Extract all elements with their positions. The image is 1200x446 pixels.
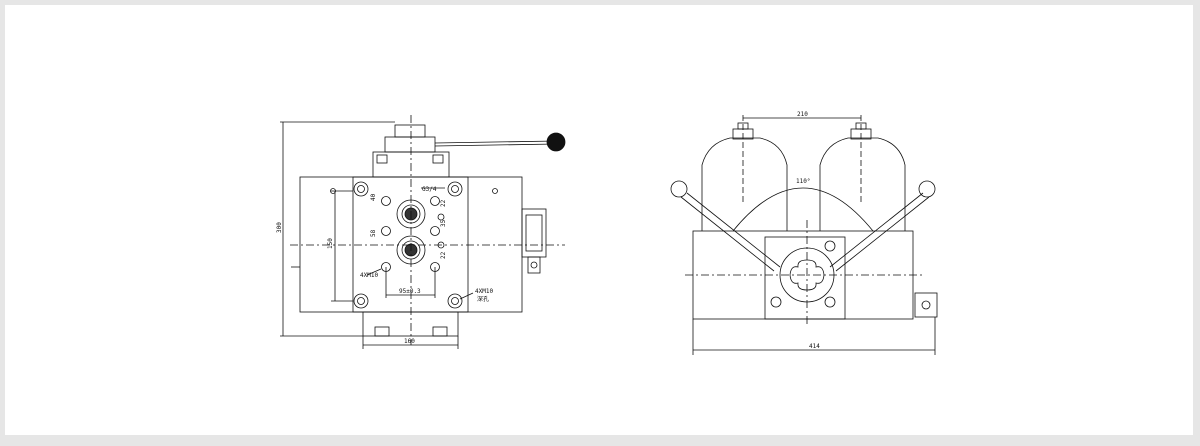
label-port-upper: G3/4 xyxy=(422,186,437,193)
side-dim-4: 35 xyxy=(440,219,447,227)
right-lever-knob xyxy=(918,180,936,198)
left-lever-knob xyxy=(670,180,688,198)
side-dim-5: 22 xyxy=(440,251,447,259)
dim-angle: 110° xyxy=(796,178,810,185)
label-thread-left: 4XM10 xyxy=(360,272,378,279)
label-thread-right-sub: 深孔 xyxy=(477,295,489,303)
side-indicator xyxy=(914,292,938,318)
left-lever xyxy=(686,192,781,268)
side-view xyxy=(670,115,938,355)
dim-width: 414 xyxy=(809,343,820,350)
dim-bottom-width: 160 xyxy=(404,338,415,345)
right-lever xyxy=(829,192,924,268)
dim-top-span: 210 xyxy=(797,111,808,118)
pressure-indicator xyxy=(521,208,547,258)
right-filter-bowl xyxy=(819,137,906,231)
technical-drawing: 300 150 160 95±0.3 G3/4 4XM10 4XM10 深孔 4… xyxy=(276,111,938,355)
side-dim-2: 58 xyxy=(370,229,377,237)
left-filter-bowl xyxy=(701,137,788,231)
handle-base xyxy=(384,136,436,153)
front-view xyxy=(280,115,566,349)
drawing-sheet: 300 150 160 95±0.3 G3/4 4XM10 4XM10 深孔 4… xyxy=(5,5,1193,435)
bottom-block xyxy=(362,311,459,337)
center-plate xyxy=(764,236,846,320)
dim-inner-height: 150 xyxy=(327,238,334,249)
handle-knob xyxy=(546,132,566,152)
side-dim-3: 22 xyxy=(440,199,447,207)
handle-cap xyxy=(394,124,426,138)
dim-height: 300 xyxy=(276,222,283,233)
side-dim-1: 40 xyxy=(370,193,377,201)
handle-lever xyxy=(434,140,558,144)
label-thread-right: 4XM10 xyxy=(475,288,493,295)
dim-center-offset: 95±0.3 xyxy=(399,288,421,295)
